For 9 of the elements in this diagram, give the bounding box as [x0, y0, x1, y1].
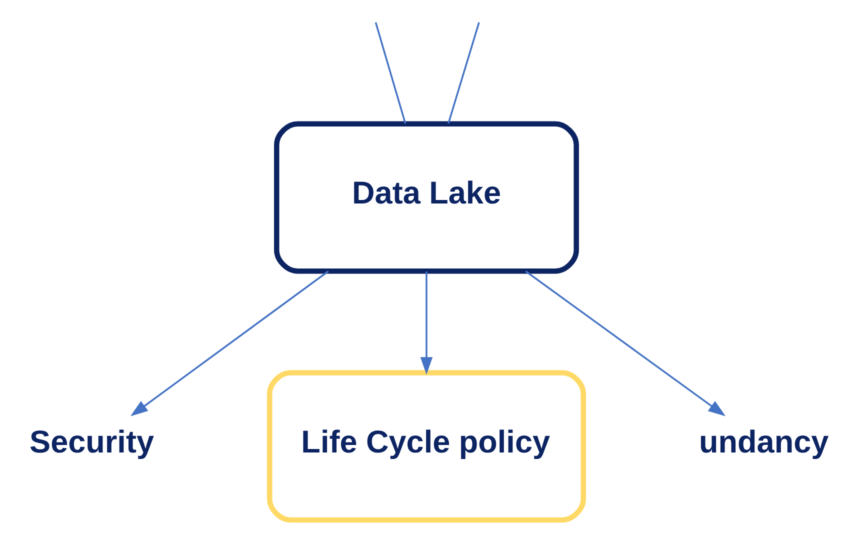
arrow: [525, 270, 726, 416]
node-box: Data Lake: [274, 120, 579, 274]
arrow: [420, 271, 433, 374]
connector: [374, 22, 406, 124]
connector: [448, 22, 480, 124]
node-text: undancy: [699, 422, 829, 459]
arrow: [130, 270, 329, 416]
node-box: Life Cycle policy: [267, 370, 586, 522]
node-text: Security: [30, 422, 154, 459]
